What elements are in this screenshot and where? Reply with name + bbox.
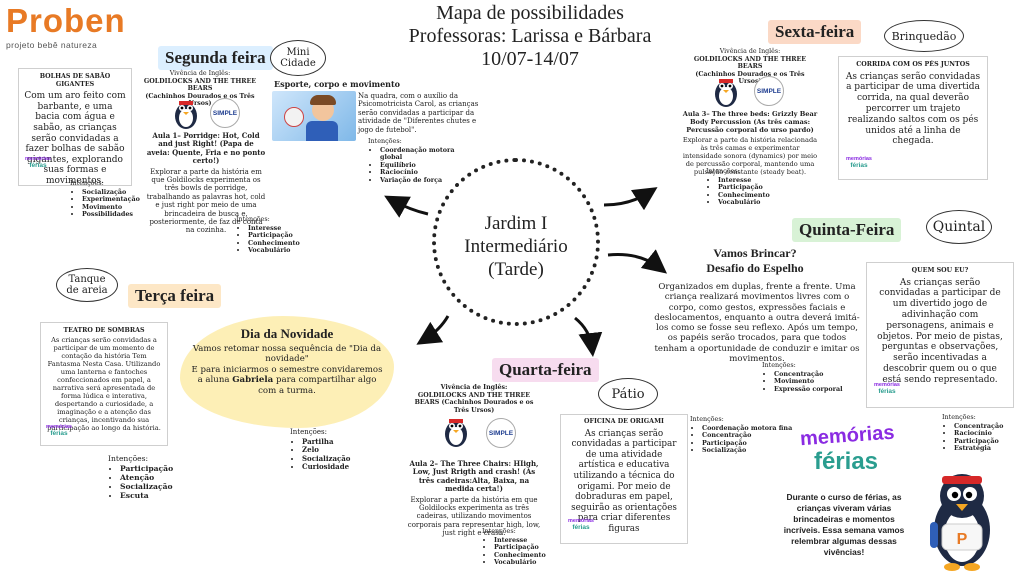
card-origami: OFICINA DE ORIGAMI As crianças serão con…	[560, 414, 688, 544]
intents-novidade: Intenções: Partilha Zelo Socialização Cu…	[290, 428, 380, 472]
memorias-mini-5: memórias férias	[846, 156, 872, 169]
card-title: BOLHAS DE SABÃO GIGANTES	[39, 73, 111, 88]
page-title: Mapa de possibilidades Professoras: Lari…	[340, 2, 720, 71]
mascot-letter: P	[957, 531, 968, 548]
title-line-2: Professoras: Larissa e Bárbara	[408, 25, 652, 47]
novidade-blob	[180, 316, 394, 428]
intents-bolhas: Intenções: Socialização Experimentação M…	[70, 179, 150, 219]
ingles-header-segunda: Vivência de Inglês: GOLDILOCKS AND THE T…	[143, 70, 257, 108]
intents-ingles-quarta: Intenções: Interesse Participação Conhec…	[482, 527, 562, 567]
penguin-mascot-large-icon: P	[920, 466, 1004, 572]
title-line-3: 10/07-14/07	[481, 48, 579, 70]
ingles-body-segunda: Aula 1– Porridge: Hot, Cold and just Rig…	[146, 131, 266, 235]
arrow-sexta	[603, 187, 658, 211]
memorias-mini-4: memórias férias	[874, 382, 900, 395]
memorias-logo: memórias férias	[799, 421, 896, 475]
ingles-body-quarta: Aula 2– The Three Chairs: HIigh, Low, Ju…	[407, 459, 541, 538]
day-label-terca: Terça feira	[128, 284, 222, 308]
day-label-segunda: Segunda feira	[158, 46, 273, 70]
place-bubble-terca: Tanque de areia	[56, 268, 118, 302]
espelho-text: Organizados em duplas, frente a frente. …	[654, 282, 860, 365]
esporte-text: Na quadra, com o auxílio da Psicomotrici…	[358, 92, 479, 134]
arrow-terca	[416, 315, 450, 345]
card-text: Com um aro feito com barbante, e uma bac…	[24, 91, 126, 186]
penguin-mascot-icon	[710, 74, 742, 108]
place-bubble-sexta: Brinquedão	[884, 20, 964, 52]
center-line-2: Intermediário	[464, 236, 568, 257]
card-quem-sou-eu: QUEM SOU EU? As crianças serão convidada…	[866, 262, 1014, 408]
ingles-header-quarta: Vivência de Inglês: GOLDILOCKS AND THE T…	[414, 384, 534, 414]
intents-quem: Intenções: Concentração Raciocínio Parti…	[942, 413, 1022, 453]
simple-logo-icon: SIMPLE	[210, 98, 240, 128]
penguin-mascot-icon	[440, 414, 472, 448]
memorias-mini-2: memórias férias	[46, 424, 72, 437]
card-bolhas: BOLHAS DE SABÃO GIGANTES Com um aro feit…	[18, 68, 132, 186]
logo-wordmark: Proben	[6, 2, 126, 39]
penguin-mascot-icon	[170, 96, 202, 130]
esporte-title: Esporte, corpo e movimento	[274, 79, 401, 89]
logo-tagline: projeto bebê natureza	[6, 40, 98, 50]
intents-espelho: Intenções: Concentração Movimento Expres…	[762, 361, 852, 393]
ingles-header-sexta: Vivência de Inglês: GOLDILOCKS AND THE T…	[693, 48, 807, 86]
novidade-content: Dia da Novidade Vamos retomar nossa sequ…	[191, 326, 383, 396]
card-corrida: CORRIDA COM OS PÉS JUNTOS As crianças se…	[838, 56, 988, 180]
intents-teatro: Intenções: Participação Atenção Socializ…	[108, 454, 198, 500]
center-line-3: (Tarde)	[488, 259, 544, 280]
simple-logo-icon: SIMPLE	[486, 418, 516, 448]
place-label-quinta: Quintal	[932, 218, 986, 235]
intents-origami: Intenções: Coordenação motora fina Conce…	[690, 415, 800, 455]
center-circle	[432, 158, 600, 326]
arrow-quarta	[574, 316, 603, 357]
memorias-mini-3: memórias férias	[568, 518, 594, 531]
day-label-quinta: Quinta-Feira	[792, 218, 902, 242]
simple-logo-icon: SIMPLE	[754, 76, 784, 106]
place-label-quarta: Pátio	[611, 386, 645, 402]
arrow-quinta	[607, 249, 668, 274]
logo: Proben projeto bebê natureza	[6, 2, 136, 58]
ingles-body-sexta: Aula 3– The three beds: Grizzly Bear Bod…	[682, 110, 818, 176]
esporte-photo	[272, 91, 356, 141]
place-label-terca: Tanque de areia	[66, 274, 108, 296]
espelho-title: Vamos Brincar? Desafio do Espelho	[706, 246, 804, 275]
intents-ingles-segunda: Intenções: Interesse Participação Conhec…	[236, 215, 316, 255]
place-bubble-quarta: Pátio	[598, 378, 658, 410]
arrow-segunda	[384, 195, 429, 218]
place-label-sexta: Brinquedão	[891, 29, 957, 43]
intents-esporte: Intenções: Coordenação motora global Equ…	[368, 137, 468, 185]
title-line-1: Mapa de possibilidades	[436, 2, 624, 24]
memorias-mini-1: memórias férias	[25, 156, 51, 169]
memorias-text: Durante o curso de férias, as crianças v…	[783, 492, 905, 557]
place-bubble-quinta: Quintal	[926, 210, 992, 244]
card-teatro: TEATRO DE SOMBRAS As crianças serão conv…	[40, 322, 168, 446]
center-label: Jardim I Intermediário (Tarde)	[440, 212, 592, 281]
place-label-segunda: Mini Cidade	[280, 47, 316, 69]
intents-ingles-sexta: Intenções: Interesse Participação Conhec…	[706, 167, 786, 207]
day-label-sexta: Sexta-feira	[768, 20, 862, 44]
place-bubble-segunda: Mini Cidade	[270, 40, 326, 76]
center-line-1: Jardim I	[484, 213, 548, 234]
day-label-quarta: Quarta-feira	[492, 358, 599, 382]
